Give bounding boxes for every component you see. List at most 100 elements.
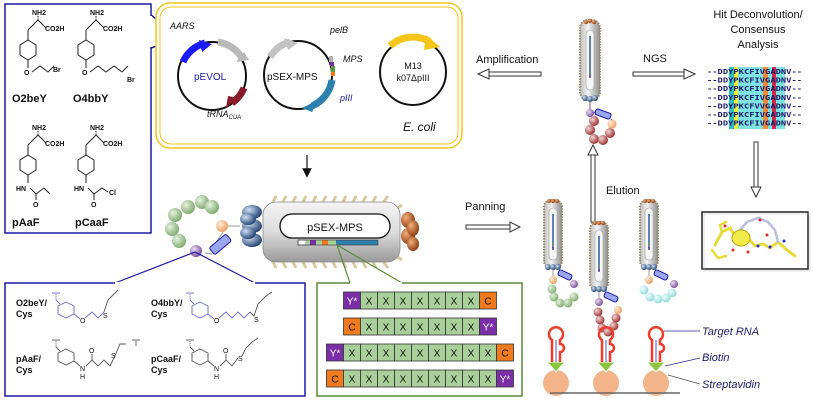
crosslink-name-line2: Cys bbox=[151, 365, 168, 375]
target-complex bbox=[543, 326, 569, 396]
down-arrow-hit bbox=[750, 141, 762, 199]
h-atom: H bbox=[80, 374, 85, 381]
align-col-p bbox=[734, 67, 738, 129]
crosslink-name-line1: pAaF/ bbox=[16, 354, 42, 364]
residue-label: C bbox=[484, 297, 491, 308]
ngs-label: NGS bbox=[643, 53, 667, 65]
o-atom: O bbox=[223, 348, 229, 355]
trna-label: tRNACUA bbox=[207, 109, 241, 121]
amplification-label: Amplification bbox=[476, 54, 538, 66]
hit-title-line2: Consensus bbox=[730, 24, 786, 36]
panning-label-visible: Panning bbox=[465, 201, 505, 213]
amino-acid-panel: NH2 CO2H O Br O2beY NH2 CO2H O Br O4bbY … bbox=[4, 3, 182, 234]
residue-label: X bbox=[366, 349, 373, 360]
s-atom: S bbox=[111, 353, 116, 360]
residue-label: X bbox=[451, 349, 458, 360]
residue-cell bbox=[479, 317, 497, 336]
target-rna-immobilized bbox=[543, 326, 669, 396]
residue-cell bbox=[479, 291, 497, 310]
amide-n-label: HN bbox=[74, 186, 84, 193]
residue-label: X bbox=[468, 323, 475, 334]
biotin bbox=[595, 361, 617, 373]
aars-label: AARS bbox=[169, 21, 195, 31]
streptavidin-label: Streptavidin bbox=[702, 379, 760, 391]
residue-label: X bbox=[468, 297, 475, 308]
target-rna bbox=[597, 326, 616, 362]
amino-acid-name: O4bbY bbox=[73, 93, 109, 105]
mps-label: MPS bbox=[343, 54, 363, 64]
elution-arrow bbox=[587, 143, 599, 223]
peptide-3d-model bbox=[710, 216, 797, 260]
m13-label-line1: M13 bbox=[404, 61, 422, 71]
halide-label: Br bbox=[127, 77, 135, 84]
residue-label: Y* bbox=[347, 297, 358, 308]
residue-label: X bbox=[400, 349, 407, 360]
hit-title-line1: Hit Deconvolution/ bbox=[713, 9, 803, 21]
amino-acid-name: pCaaF bbox=[75, 217, 109, 229]
amino-acid-name: pAaF bbox=[12, 217, 40, 229]
crosslink-callout-pointer bbox=[114, 251, 256, 284]
bound-phage bbox=[543, 199, 579, 308]
structure-model-box bbox=[701, 211, 811, 272]
halide-label: Cl bbox=[109, 190, 116, 197]
residue-label: X bbox=[366, 323, 373, 334]
residue-label: C bbox=[501, 349, 508, 360]
residue-label: X bbox=[383, 297, 390, 308]
crosslink-structure-o4bby bbox=[186, 291, 273, 320]
target-complex bbox=[643, 326, 669, 396]
amine-label: NH2 bbox=[32, 10, 46, 17]
amide-o-label: O bbox=[33, 202, 39, 209]
residue-label: X bbox=[434, 323, 441, 334]
crosslink-structure-o2bey bbox=[52, 289, 119, 320]
o-atom: O bbox=[214, 318, 220, 325]
sequence-alignment: --DDYPKCFIVGADNV-- --DDYPKCFIVGADNV----DD… bbox=[707, 68, 802, 128]
residue-label: X bbox=[417, 297, 424, 308]
residue-label: X bbox=[400, 375, 407, 386]
align-col-d bbox=[772, 67, 776, 129]
target-rna bbox=[647, 326, 666, 362]
residue-label: Y* bbox=[330, 349, 341, 360]
residue-label: X bbox=[434, 349, 441, 360]
residue-label: X bbox=[383, 375, 390, 386]
residue-label: Y* bbox=[483, 323, 494, 334]
residue-cell bbox=[496, 369, 514, 388]
residue-label: X bbox=[366, 375, 373, 386]
alignment-row: --DDYPKCFVVGADNV-- bbox=[707, 102, 802, 110]
residue-label: X bbox=[400, 297, 407, 308]
amine-label: NH2 bbox=[90, 10, 104, 17]
target-rna bbox=[547, 326, 566, 362]
alignment-row: --DDYPKCFIVGADNV-- bbox=[707, 94, 802, 102]
amide-o-label: O bbox=[91, 202, 97, 209]
alignment-row: --DDYPKCFIVGADNV-- bbox=[707, 111, 802, 119]
residue-label: X bbox=[451, 375, 458, 386]
align-col-g bbox=[763, 67, 768, 129]
crosslink-name-line2: Cys bbox=[16, 365, 33, 375]
crosslink-structure-pcaaf bbox=[186, 337, 259, 367]
target-complex bbox=[593, 326, 619, 396]
acid-label: CO2H bbox=[103, 26, 122, 33]
acid-label: CO2H bbox=[45, 26, 64, 33]
biotin bbox=[545, 361, 567, 373]
residue-label: X bbox=[468, 349, 475, 360]
genome-ring bbox=[279, 213, 391, 239]
plasmid-m13 bbox=[379, 33, 447, 106]
crosslink-panel: O2beY/ Cys O S O4bbY/ Cys O S pAaF/ Cys bbox=[4, 251, 306, 397]
biotin-label: Biotin bbox=[702, 352, 730, 364]
streptavidin-leader bbox=[667, 374, 701, 385]
streptavidin bbox=[593, 370, 619, 396]
piii-label: pIII bbox=[339, 93, 353, 103]
n-atom: N bbox=[80, 366, 85, 373]
streptavidin bbox=[643, 370, 669, 396]
amine-label: NH2 bbox=[90, 125, 104, 132]
amino-acid-name: O2beY bbox=[12, 93, 48, 105]
crosslink-name-line1: O2beY/ bbox=[16, 298, 48, 308]
ngs-arrow bbox=[632, 68, 697, 80]
residue-label: X bbox=[434, 297, 441, 308]
s-atom: S bbox=[254, 317, 259, 324]
residue-cell bbox=[496, 343, 514, 362]
genome-label: pSEX-MPS bbox=[307, 222, 363, 234]
